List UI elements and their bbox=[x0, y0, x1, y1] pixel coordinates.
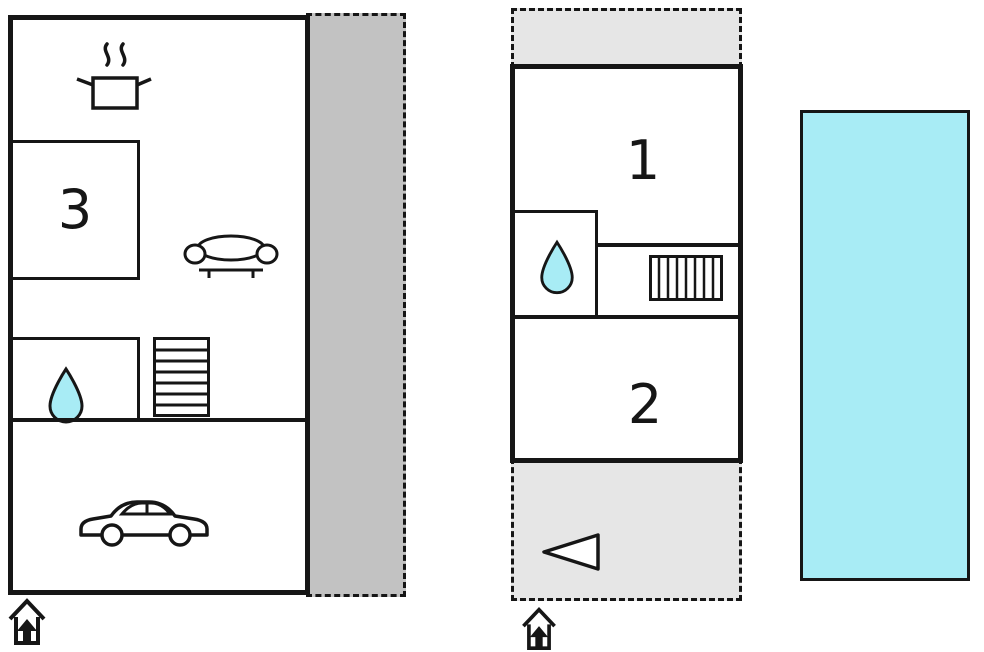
room-3-label: 3 bbox=[57, 178, 93, 241]
ground-floor-building: 3 bbox=[8, 15, 310, 595]
house-entrance-icon bbox=[7, 597, 47, 645]
patio-bottom-area bbox=[511, 458, 742, 601]
bathroom-ground bbox=[13, 337, 140, 424]
left-arrow-icon bbox=[536, 531, 602, 573]
swimming-pool bbox=[800, 110, 970, 581]
bathroom-upper bbox=[515, 210, 598, 318]
room-1-label: 1 bbox=[625, 129, 661, 192]
interior-wall bbox=[13, 418, 305, 422]
interior-wall bbox=[595, 243, 738, 247]
pot-steam-icon bbox=[75, 40, 153, 122]
stairs-icon bbox=[649, 255, 723, 301]
car-icon bbox=[75, 483, 217, 547]
room-2-label: 2 bbox=[627, 373, 663, 436]
sofa-icon bbox=[183, 228, 279, 282]
house-entrance-icon bbox=[519, 606, 559, 650]
stairs-icon bbox=[153, 337, 210, 417]
patio-top-area bbox=[511, 8, 742, 68]
terrace-area bbox=[306, 13, 406, 597]
interior-wall bbox=[515, 315, 738, 319]
water-drop-icon bbox=[45, 366, 87, 424]
water-drop-icon bbox=[537, 239, 577, 295]
upper-floor-building: 1 bbox=[510, 64, 743, 463]
room-3: 3 bbox=[13, 140, 140, 280]
